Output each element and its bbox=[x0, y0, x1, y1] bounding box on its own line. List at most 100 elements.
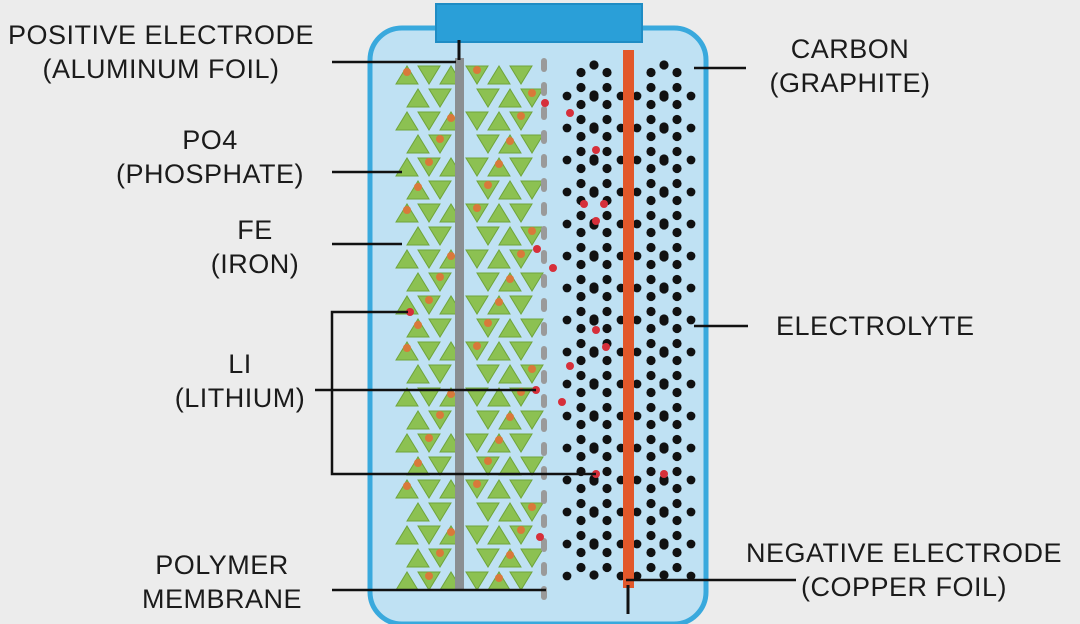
phosphate-crystal bbox=[498, 226, 522, 246]
iron-atom bbox=[528, 503, 536, 511]
phosphate-crystal bbox=[428, 180, 452, 200]
carbon-atom bbox=[646, 338, 656, 349]
carbon-atom bbox=[602, 323, 612, 334]
carbon-atom bbox=[589, 348, 599, 358]
phosphate-crystal bbox=[520, 272, 544, 292]
carbon-atom bbox=[672, 402, 682, 413]
label-polymer-membrane-line1: POLYMER bbox=[155, 550, 289, 580]
phosphate-crystal bbox=[428, 456, 452, 476]
carbon-atom bbox=[646, 483, 656, 494]
carbon-atom bbox=[576, 242, 586, 253]
iron-atom bbox=[403, 68, 411, 76]
carbon-atom bbox=[646, 370, 656, 381]
membrane-dash bbox=[541, 322, 547, 336]
iron-atom bbox=[528, 227, 536, 235]
carbon-atom bbox=[632, 315, 642, 325]
phosphate-crystal bbox=[417, 479, 441, 499]
carbon-atom bbox=[646, 259, 656, 270]
lithium-ion bbox=[536, 533, 544, 541]
carbon-atom bbox=[576, 483, 586, 494]
carbon-atom bbox=[562, 315, 572, 325]
lithium-ion bbox=[580, 200, 588, 208]
lithium-ion bbox=[602, 343, 610, 351]
carbon-atom bbox=[576, 82, 586, 93]
phosphate-crystal bbox=[509, 65, 533, 85]
iron-atom bbox=[506, 551, 514, 559]
carbon-atom bbox=[646, 515, 656, 526]
carbon-atom bbox=[646, 419, 656, 430]
carbon-atom bbox=[672, 259, 682, 270]
phosphate-crystal bbox=[498, 502, 522, 522]
carbon-atom bbox=[589, 476, 599, 486]
phosphate-crystal bbox=[476, 272, 500, 292]
phosphate-crystal bbox=[395, 111, 419, 131]
lithium-ion bbox=[533, 245, 541, 253]
carbon-atom bbox=[686, 443, 696, 453]
phosphate-crystal bbox=[476, 502, 500, 522]
carbon-atom bbox=[576, 387, 586, 398]
carbon-atom bbox=[659, 476, 669, 486]
cathode-crystal-layer-right bbox=[465, 65, 544, 591]
carbon-atom bbox=[646, 530, 656, 541]
membrane-dash bbox=[541, 226, 547, 240]
membrane-dash bbox=[541, 202, 547, 216]
carbon-atom bbox=[602, 82, 612, 93]
label-lithium: LI (LITHIUM) bbox=[150, 347, 330, 415]
iron-atom bbox=[484, 181, 492, 189]
carbon-atom bbox=[632, 443, 642, 453]
phosphate-crystal bbox=[395, 433, 419, 453]
phosphate-crystal bbox=[476, 364, 500, 384]
carbon-atom bbox=[602, 114, 612, 125]
iron-atom bbox=[414, 459, 422, 467]
carbon-atom bbox=[576, 99, 586, 110]
carbon-atom bbox=[562, 91, 572, 101]
phosphate-crystal bbox=[417, 525, 441, 545]
lithium-ion bbox=[592, 146, 600, 154]
label-iron-line2: (IRON) bbox=[210, 249, 300, 279]
phosphate-crystal bbox=[395, 387, 419, 407]
carbon-atom bbox=[562, 187, 572, 197]
carbon-atom bbox=[576, 419, 586, 430]
iron-atom bbox=[425, 434, 433, 442]
carbon-atom bbox=[576, 131, 586, 142]
membrane-dash bbox=[541, 298, 547, 312]
carbon-atom bbox=[672, 323, 682, 334]
iron-atom bbox=[506, 413, 514, 421]
carbon-atom bbox=[672, 178, 682, 189]
carbon-atom bbox=[646, 227, 656, 238]
carbon-atom bbox=[602, 67, 612, 78]
carbon-atom bbox=[659, 188, 669, 198]
carbon-atom bbox=[659, 156, 669, 166]
carbon-atom bbox=[646, 402, 656, 413]
carbon-atom bbox=[589, 444, 599, 454]
carbon-atom bbox=[602, 291, 612, 302]
iron-atom bbox=[484, 319, 492, 327]
carbon-atom bbox=[576, 338, 586, 349]
label-polymer-membrane: POLYMER MEMBRANE bbox=[112, 548, 332, 616]
carbon-atom bbox=[686, 219, 696, 229]
carbon-atom bbox=[562, 251, 572, 261]
label-lithium-line2: (LITHIUM) bbox=[174, 383, 306, 413]
carbon-atom bbox=[602, 547, 612, 558]
carbon-atom bbox=[562, 411, 572, 421]
carbon-atom bbox=[672, 227, 682, 238]
phosphate-crystal bbox=[476, 410, 500, 430]
phosphate-crystal bbox=[428, 226, 452, 246]
label-lithium-line1: LI bbox=[228, 349, 252, 379]
carbon-atom bbox=[632, 219, 642, 229]
membrane-dash bbox=[541, 130, 547, 144]
iron-atom bbox=[495, 436, 503, 444]
carbon-atom bbox=[562, 571, 572, 581]
phosphate-crystal bbox=[395, 525, 419, 545]
phosphate-crystal bbox=[406, 88, 430, 108]
phosphate-crystal bbox=[487, 65, 511, 85]
phosphate-crystal bbox=[509, 341, 533, 361]
carbon-atom bbox=[686, 187, 696, 197]
iron-atom bbox=[447, 252, 455, 260]
phosphate-crystal bbox=[406, 410, 430, 430]
phosphate-crystal bbox=[476, 548, 500, 568]
carbon-atom bbox=[646, 114, 656, 125]
carbon-atom bbox=[686, 283, 696, 293]
phosphate-crystal bbox=[465, 111, 489, 131]
